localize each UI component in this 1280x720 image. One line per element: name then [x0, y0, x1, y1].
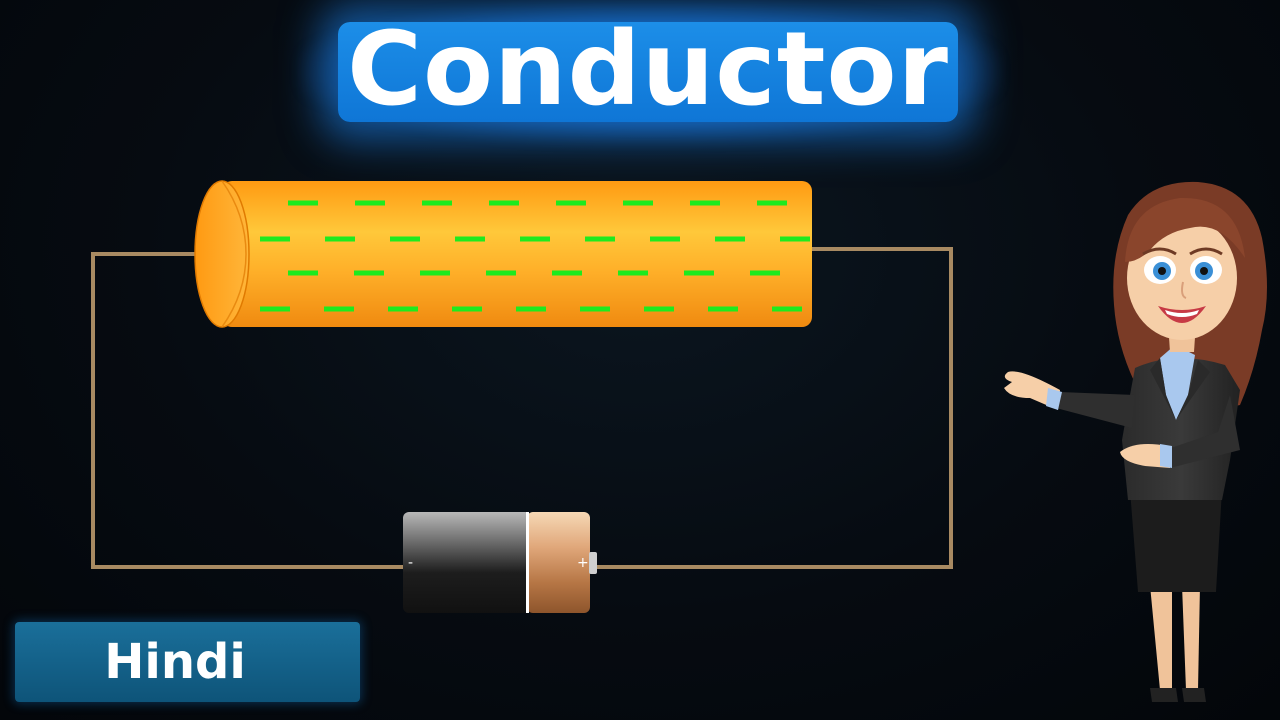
free-electrons [260, 200, 810, 312]
electron-dash [772, 306, 802, 312]
electron-dash [757, 200, 787, 206]
electron-dash [715, 236, 745, 242]
electron-dash [623, 200, 653, 206]
language-badge-label: Hindi [104, 634, 246, 690]
electron-dash [388, 306, 418, 312]
electron-dash [780, 236, 810, 242]
electron-dash [452, 306, 482, 312]
language-badge [15, 622, 360, 702]
electron-dash [288, 200, 318, 206]
conductor-rod [194, 180, 812, 328]
electron-dash [355, 200, 385, 206]
electron-dash [684, 270, 714, 276]
electron-dash [556, 200, 586, 206]
electron-dash [585, 236, 615, 242]
electron-dash [390, 236, 420, 242]
wire-circuit [91, 247, 953, 569]
electron-dash [455, 236, 485, 242]
electron-dash [618, 270, 648, 276]
electron-dash [260, 306, 290, 312]
electron-dash [750, 270, 780, 276]
electron-dash [552, 270, 582, 276]
electron-dash [489, 200, 519, 206]
electron-dash [486, 270, 516, 276]
electron-dash [690, 200, 720, 206]
electron-dash [516, 306, 546, 312]
battery: - + [403, 512, 597, 613]
electron-dash [650, 236, 680, 242]
title-banner [338, 22, 958, 122]
electron-dash [325, 236, 355, 242]
electron-dash [708, 306, 738, 312]
electron-dash [420, 270, 450, 276]
teacher-character [1004, 181, 1267, 702]
electron-dash [260, 236, 290, 242]
page-title: Conductor [347, 10, 949, 129]
electron-dash [580, 306, 610, 312]
electron-dash [288, 270, 318, 276]
electron-dash [422, 200, 452, 206]
battery-positive-label: + [577, 555, 589, 571]
battery-negative-label: - [408, 555, 413, 571]
electron-dash [520, 236, 550, 242]
electron-dash [354, 270, 384, 276]
electron-dash [324, 306, 354, 312]
electron-dash [644, 306, 674, 312]
